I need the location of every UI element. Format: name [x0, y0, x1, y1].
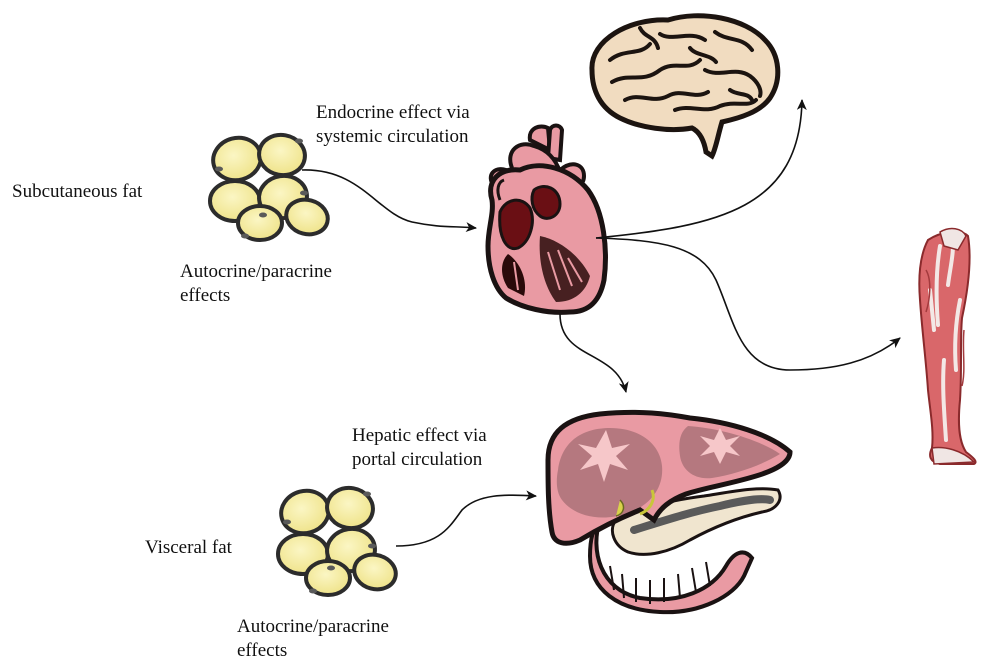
visceral-fat-label: Visceral fat [145, 536, 232, 560]
brain-icon [592, 16, 778, 156]
liver-pancreas-icon [548, 412, 790, 612]
heart-icon [488, 126, 605, 313]
autocrine-paracrine-label-top: Autocrine/paracrine effects [180, 260, 332, 308]
arrow-heart-to-liver [560, 314, 626, 392]
arrow-heart-to-leg [596, 238, 900, 370]
leg-muscle-icon [919, 229, 975, 464]
fat-cells-icon [208, 131, 331, 240]
arrow-visceral-to-liver [396, 495, 536, 546]
hepatic-effect-label: Hepatic effect via portal circulation [352, 424, 487, 472]
autocrine-paracrine-label-bottom: Autocrine/paracrine effects [237, 615, 389, 663]
fat-cells-icon [276, 484, 399, 595]
subcutaneous-fat-label: Subcutaneous fat [12, 180, 142, 204]
endocrine-effect-label: Endocrine effect via systemic circulatio… [316, 101, 470, 149]
